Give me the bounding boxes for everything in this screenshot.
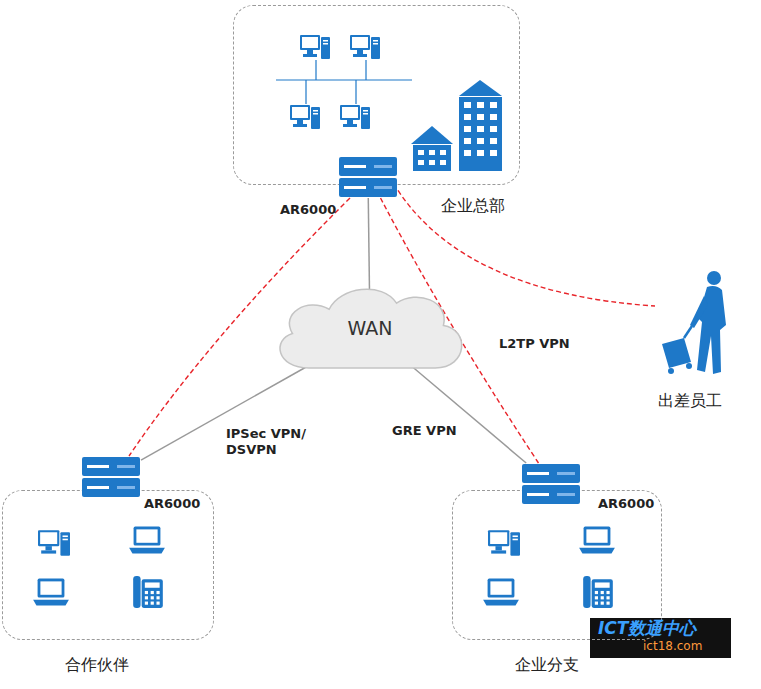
vpn-tunnel (398, 190, 655, 306)
router-icon (81, 456, 141, 498)
wan-link (413, 367, 527, 463)
router: AR6000 (81, 456, 141, 498)
branch-region: 企业分支AR6000 (452, 490, 662, 640)
hq-region: 企业总部AR6000 (233, 5, 520, 185)
site-name: 企业分支 (515, 655, 579, 676)
device-name: AR6000 (598, 496, 654, 511)
watermark: ICT数通中心 (598, 620, 696, 637)
vpn-label: GRE VPN (390, 423, 459, 439)
network-name: WAN (268, 317, 472, 339)
wan-link (368, 198, 369, 295)
router-icon (338, 156, 398, 198)
router: AR6000 (521, 463, 581, 505)
vpn-label: L2TP VPN (497, 336, 572, 352)
partner-region: 合作伙伴AR6000 (2, 490, 214, 640)
vpn-label: IPSec VPN/ DSVPN (224, 426, 320, 458)
watermark: ict18.com (643, 640, 702, 652)
device-name: AR6000 (280, 202, 336, 217)
site-name: 合作伙伴 (65, 655, 129, 676)
device-name: AR6000 (144, 496, 200, 511)
wan-cloud: WAN (268, 283, 472, 379)
router: AR6000 (338, 156, 398, 198)
site-name: 出差员工 (658, 391, 722, 412)
router-icon (521, 463, 581, 505)
traveler: 出差员工 (655, 268, 735, 380)
site-name: 企业总部 (441, 196, 505, 217)
